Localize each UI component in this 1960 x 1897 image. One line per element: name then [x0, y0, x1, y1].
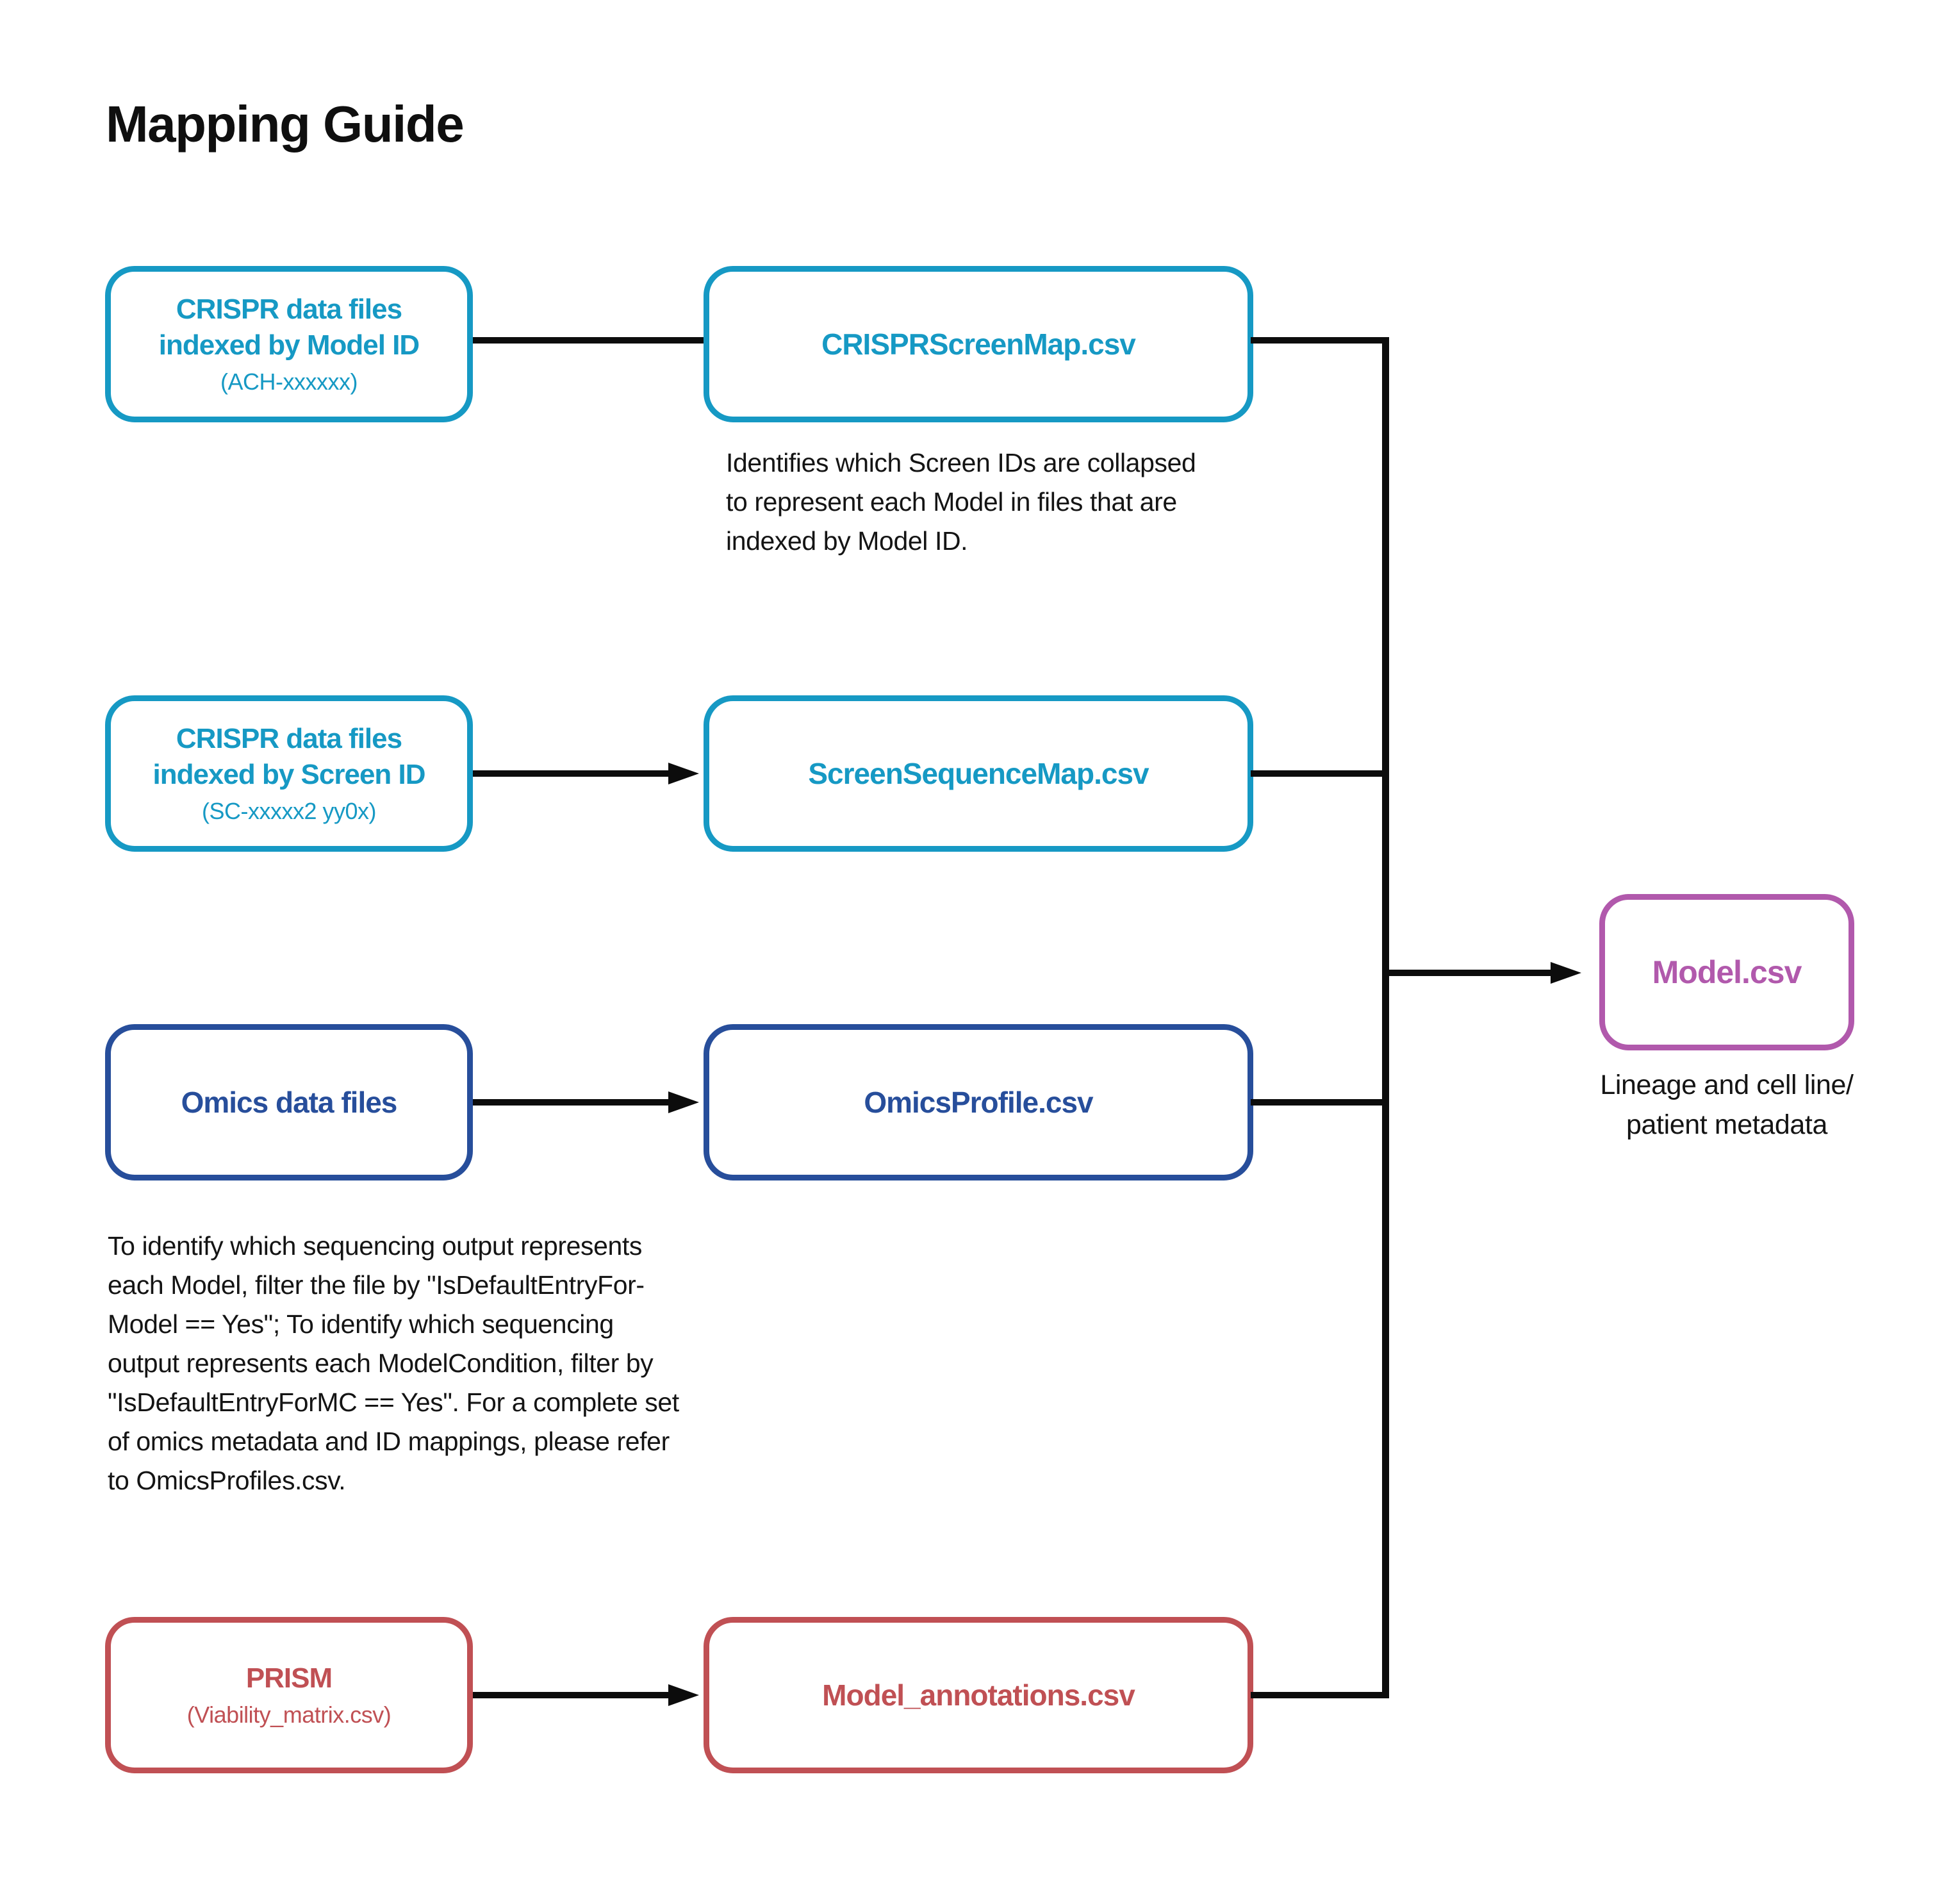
note-line: Model == Yes"; To identify which sequenc… [108, 1309, 614, 1339]
connector-crispr-model-id-to-crisprscreenmap [473, 337, 704, 344]
node-title: ScreenSequenceMap.csv [808, 757, 1149, 790]
connector-crispr-screen-id-to-screensequencemap [473, 770, 670, 777]
node-title: CRISPRScreenMap.csv [821, 327, 1136, 361]
arrowhead-right-icon [1551, 962, 1581, 984]
node-subtitle: (ACH-xxxxxx) [220, 368, 358, 395]
node-title-line: CRISPR data files [176, 722, 402, 754]
note-line: Lineage and cell line/ [1600, 1070, 1854, 1100]
connector-omicsprofile-to-trunk [1251, 1099, 1389, 1106]
note-line: Identifies which Screen IDs are collapse… [726, 448, 1196, 477]
note-line: To identify which sequencing output repr… [108, 1231, 643, 1261]
node-crispr-data-files-model-id: CRISPR data files indexed by Model ID (A… [105, 266, 473, 422]
node-title-line: indexed by Model ID [158, 329, 420, 361]
node-title: OmicsProfile.csv [864, 1086, 1093, 1119]
node-subtitle: (Viability_matrix.csv) [186, 1701, 391, 1728]
node-omics-data-files: Omics data files [105, 1024, 473, 1180]
connector-model-annotations-to-trunk [1251, 1692, 1389, 1698]
node-title: PRISM [245, 1662, 333, 1694]
node-title: Omics data files [181, 1086, 398, 1119]
arrowhead-right-icon [668, 763, 699, 784]
connector-omics-to-omicsprofile [473, 1099, 670, 1106]
arrowhead-right-icon [668, 1091, 699, 1113]
connector-prism-to-model-annotations [473, 1692, 670, 1698]
node-title: Model_annotations.csv [822, 1678, 1135, 1712]
node-screensequencemap-csv: ScreenSequenceMap.csv [704, 695, 1253, 852]
note-line: to represent each Model in files that ar… [726, 487, 1177, 517]
connector-trunk-to-model [1382, 970, 1552, 976]
node-title-line: indexed by Screen ID [152, 758, 425, 790]
note-line: output represents each ModelCondition, f… [108, 1348, 654, 1378]
node-omicsprofile-csv: OmicsProfile.csv [704, 1024, 1253, 1180]
page-title: Mapping Guide [106, 95, 465, 153]
note-line: patient metadata [1626, 1109, 1827, 1140]
connector-trunk-vertical [1382, 337, 1389, 1698]
note-omicsprofile: To identify which sequencing output repr… [108, 1227, 679, 1500]
node-model-csv: Model.csv [1599, 894, 1854, 1050]
arrowhead-right-icon [668, 1684, 699, 1706]
note-line: of omics metadata and ID mappings, pleas… [108, 1427, 670, 1456]
note-line: to OmicsProfiles.csv. [108, 1466, 346, 1495]
node-model-annotations-csv: Model_annotations.csv [704, 1617, 1253, 1773]
node-prism: PRISM (Viability_matrix.csv) [105, 1617, 473, 1773]
note-line: indexed by Model ID. [726, 526, 968, 556]
node-crisprscreenmap-csv: CRISPRScreenMap.csv [704, 266, 1253, 422]
connector-crisprscreenmap-to-trunk [1251, 337, 1389, 344]
note-model-csv: Lineage and cell line/ patient metadata [1557, 1065, 1897, 1145]
node-title: Model.csv [1652, 954, 1802, 990]
node-subtitle: (SC-xxxxx2 yy0x) [201, 797, 377, 824]
note-line: "IsDefaultEntryForMC == Yes". For a comp… [108, 1388, 679, 1417]
note-crisprscreenmap: Identifies which Screen IDs are collapse… [726, 443, 1196, 561]
node-crispr-data-files-screen-id: CRISPR data files indexed by Screen ID (… [105, 695, 473, 852]
connector-screensequencemap-to-trunk [1251, 770, 1389, 777]
note-line: each Model, filter the file by "IsDefaul… [108, 1270, 645, 1300]
node-title-line: CRISPR data files [176, 293, 402, 325]
